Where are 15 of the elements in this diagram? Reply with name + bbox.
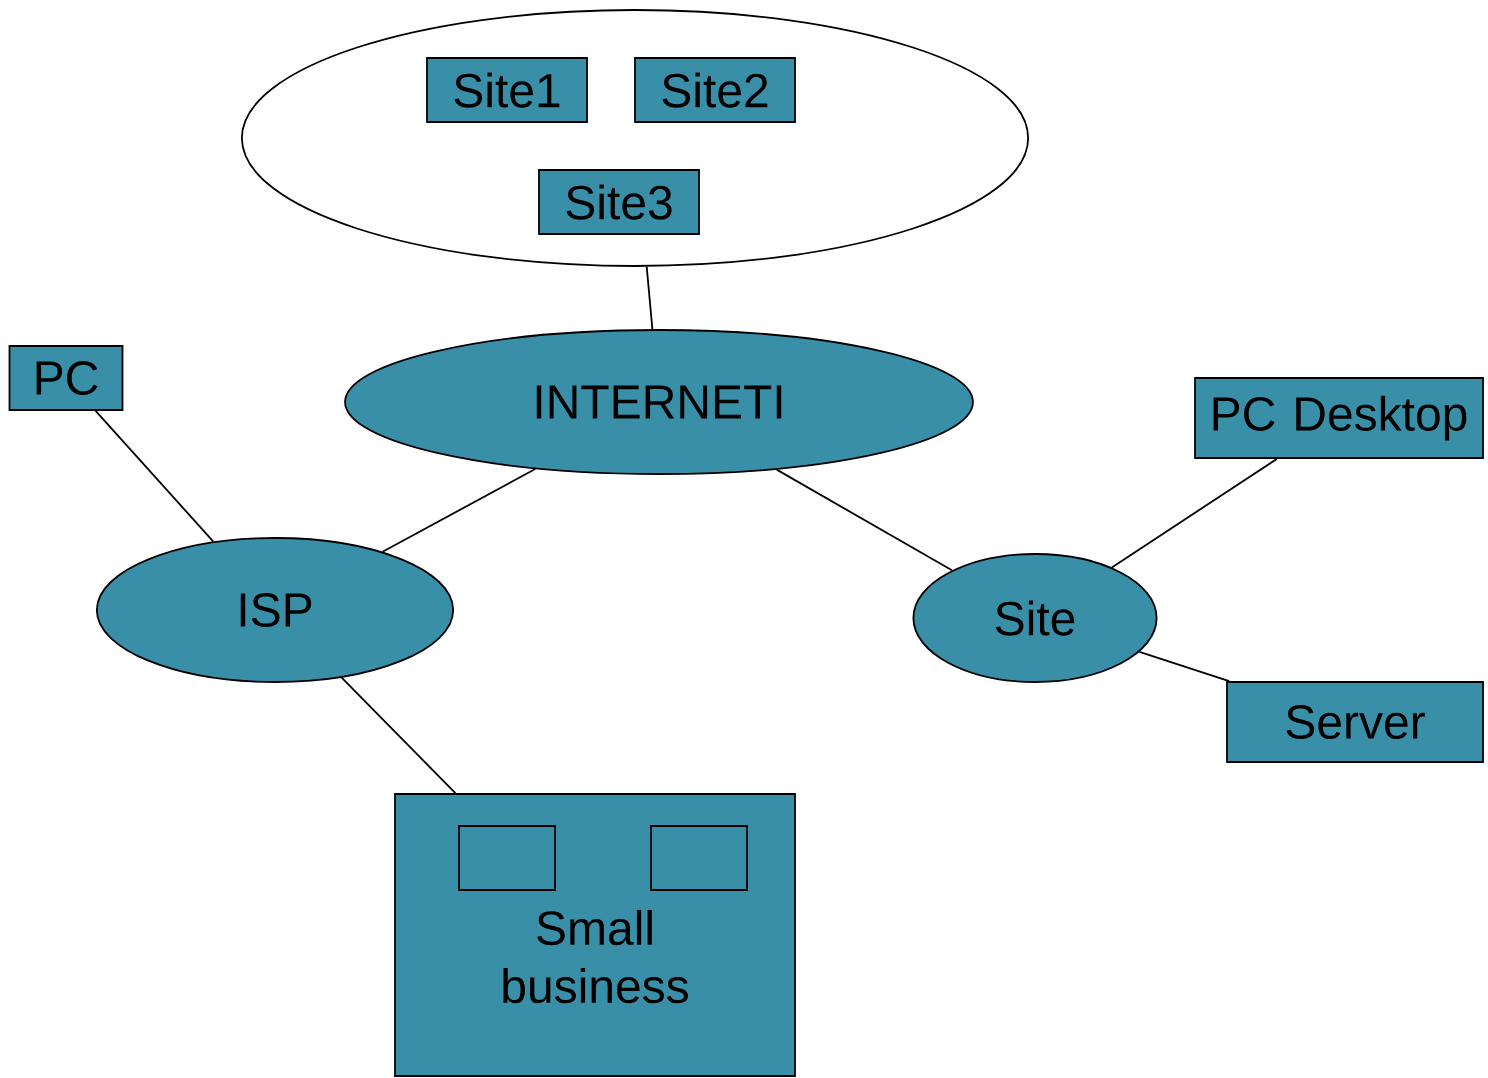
site-box: Site1: [426, 57, 588, 123]
site-box: Site3: [538, 169, 700, 235]
server-box: Server: [1226, 681, 1484, 763]
site-box: Site2: [634, 57, 796, 123]
connector-line: [775, 468, 953, 572]
connector-line: [645, 265, 654, 331]
computer-box: PC: [8, 345, 124, 411]
connector-line: [381, 468, 537, 553]
connector-line: [340, 676, 457, 794]
connector-line: [94, 410, 215, 543]
computer-box: PC Desktop: [1194, 377, 1484, 459]
empty-box: [458, 825, 556, 891]
connector-line: [1110, 458, 1278, 569]
connector-line: [1138, 651, 1231, 682]
empty-box: [650, 825, 748, 891]
